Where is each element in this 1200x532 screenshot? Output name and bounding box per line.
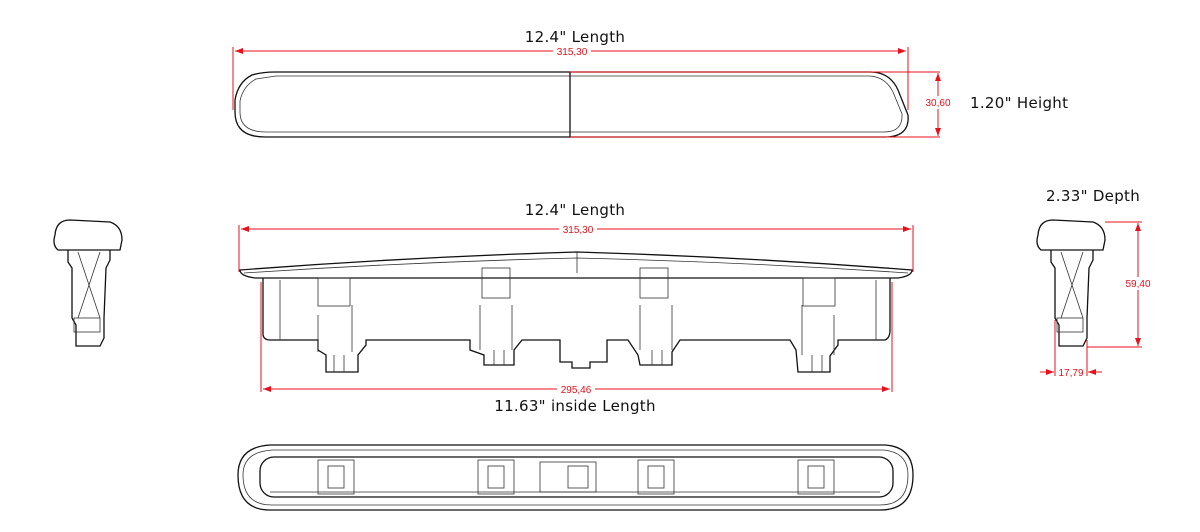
- front-view: 12.4" Length 315,30 295,46 11.63" inside…: [238, 201, 914, 415]
- length-dimension-value: 315,30: [557, 47, 588, 58]
- top-view-title: 12.4" Length: [525, 28, 625, 46]
- side-height-dimension-value: 59,40: [1125, 279, 1150, 290]
- left-side-view: [53, 219, 123, 347]
- front-length-dimension-value: 315,30: [563, 225, 594, 236]
- right-side-view: 2.33" Depth 59,40 17,79: [1036, 187, 1152, 379]
- height-label: 1.20" Height: [970, 94, 1068, 112]
- bottom-view: [237, 444, 914, 511]
- front-view-title: 12.4" Length: [525, 201, 625, 219]
- top-view: 12.4" Length 315,30 30,60 1.20" Height: [232, 28, 1068, 138]
- depth-label: 2.33" Depth: [1046, 187, 1140, 205]
- depth-dimension-value: 17,79: [1058, 368, 1083, 379]
- inside-length-dimension-value: 295,46: [561, 385, 592, 396]
- lamp-outline-top: [234, 71, 909, 138]
- inside-length-label: 11.63" inside Length: [494, 397, 656, 415]
- height-dimension-value: 30,60: [925, 98, 950, 109]
